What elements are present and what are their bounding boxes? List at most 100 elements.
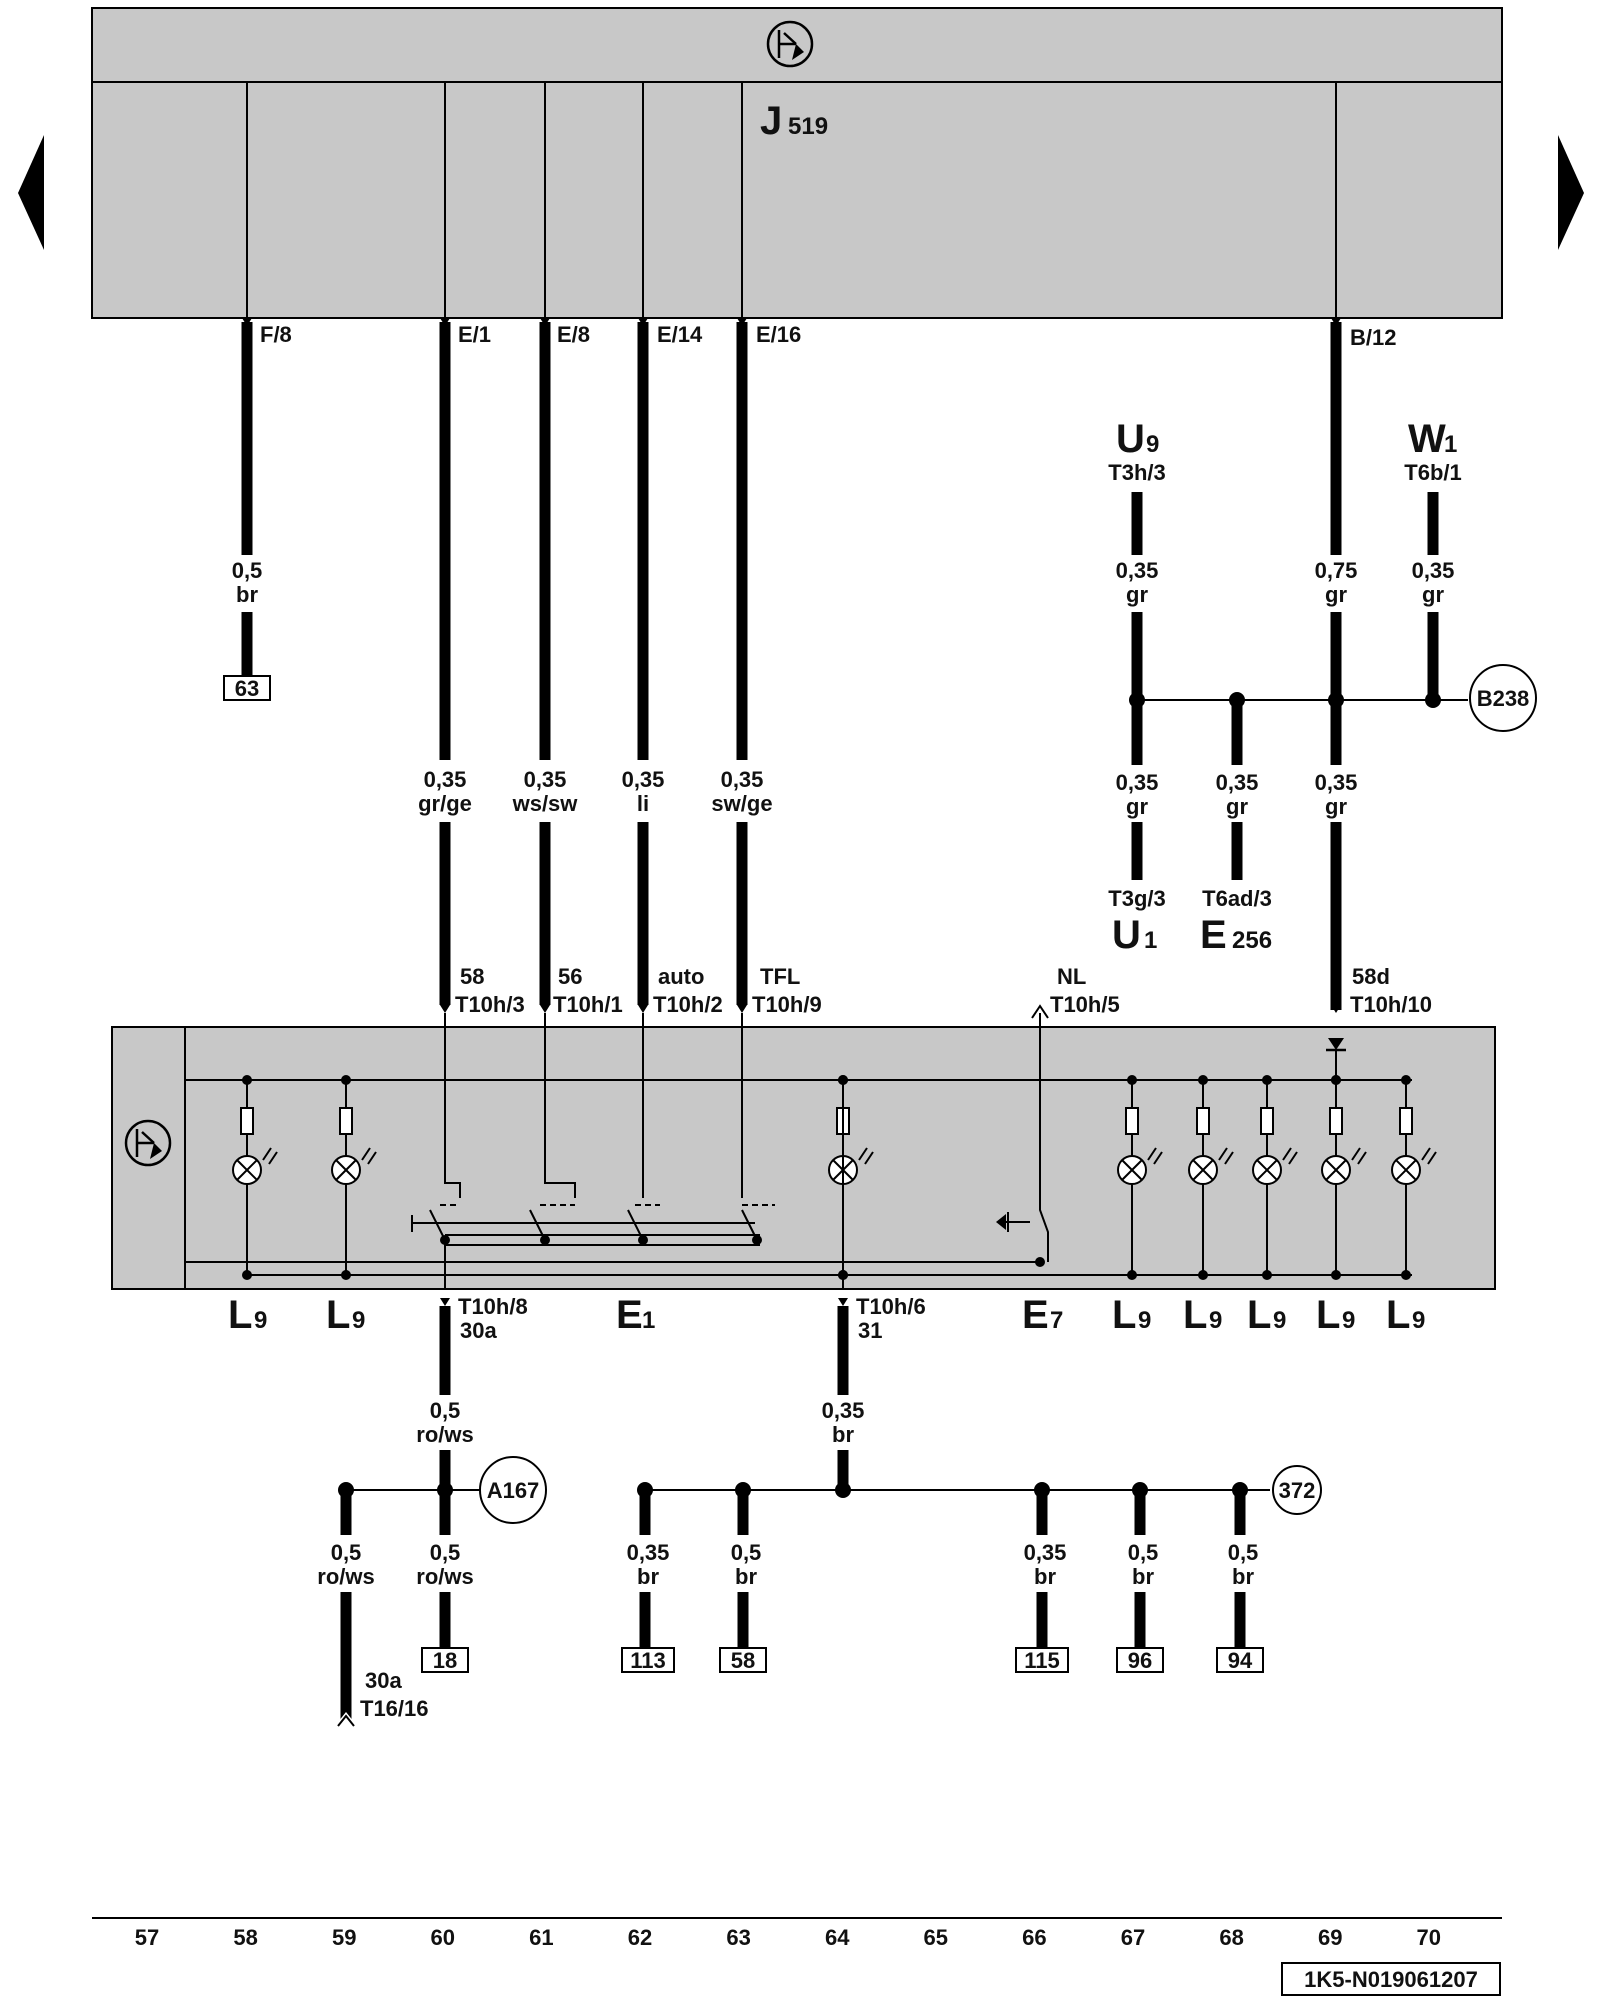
svg-text:B238: B238: [1477, 686, 1530, 711]
pin-b12: B/12: [1350, 325, 1396, 350]
component-u1-sub: 1: [1144, 927, 1157, 954]
wire-f8-color: br: [236, 582, 258, 607]
wire-e8-color: ws/sw: [512, 791, 579, 816]
wire-60b-gauge: 0,5: [430, 1540, 461, 1565]
term-tfl: TFL: [760, 964, 800, 989]
bulb-icon: [1391, 1075, 1437, 1280]
ground-symbol-icon: [124, 1119, 172, 1167]
connection-point-a167: A167: [479, 1456, 547, 1524]
wire-e1-color: gr/ge: [418, 791, 472, 816]
wire-b12-gauge: 0,75: [1315, 558, 1358, 583]
pin-t10h-1: T10h/1: [553, 992, 623, 1017]
wire-f8-gauge: 0,5: [232, 558, 263, 583]
wire-31-color: br: [832, 1422, 854, 1447]
wire-67-color: br: [1132, 1564, 1154, 1589]
pin-t10h-3: T10h/3: [455, 992, 525, 1017]
component-l9-sub: 9: [1412, 1307, 1425, 1334]
ref-63: 63: [235, 676, 259, 701]
wire-67-gauge: 0,5: [1128, 1540, 1159, 1565]
ref-115: 115: [1024, 1648, 1060, 1673]
scale-number: 59: [332, 1925, 356, 1950]
component-l9-letter: L: [228, 1293, 252, 1337]
wire-u9-gauge: 0,35: [1116, 558, 1159, 583]
pin-t10h-5: T10h/5: [1050, 992, 1120, 1017]
wire-u9-color: gr: [1126, 582, 1148, 607]
component-e7-letter: E: [1022, 1293, 1049, 1337]
component-l9-letter: L: [1316, 1293, 1340, 1337]
pin-t10h-8: T10h/8: [458, 1294, 528, 1319]
control-unit-label: J: [760, 99, 782, 143]
component-l9-sub: 9: [1342, 1307, 1355, 1334]
svg-text:372: 372: [1279, 1478, 1316, 1503]
component-e7-sub: 7: [1050, 1307, 1063, 1334]
pin-e1: E/1: [458, 322, 491, 347]
diode-icon: [1326, 1038, 1346, 1085]
wire-e14-color: li: [637, 791, 649, 816]
scale-number: 68: [1219, 1925, 1243, 1950]
component-u9-conn: T3h/3: [1108, 460, 1165, 485]
component-l9-letter: L: [326, 1293, 350, 1337]
component-w1-letter: W: [1408, 417, 1446, 461]
scale-number: 70: [1417, 1925, 1441, 1950]
wire-e256-color: gr: [1226, 794, 1248, 819]
component-l9-sub: 9: [254, 1307, 267, 1334]
component-e256-conn: T6ad/3: [1202, 886, 1272, 911]
wire-e8-gauge: 0,35: [524, 767, 567, 792]
term-31: 31: [858, 1318, 882, 1343]
document-id: 1K5-N019061207: [1304, 1967, 1478, 1992]
connection-point-b238: B238: [1469, 664, 1537, 732]
wire-63c-gauge: 0,5: [731, 1540, 762, 1565]
term-30a: 30a: [460, 1318, 497, 1343]
wire-u1-gauge: 0,35: [1116, 770, 1159, 795]
previous-page-arrow[interactable]: [18, 135, 44, 250]
wire-59-gauge: 0,5: [331, 1540, 362, 1565]
component-e256-letter: E: [1200, 913, 1227, 957]
wire-u1-color: gr: [1126, 794, 1148, 819]
component-u1-letter: U: [1112, 913, 1141, 957]
wire-b12-color: gr: [1325, 582, 1347, 607]
wire-w1-gauge: 0,35: [1412, 558, 1455, 583]
component-e1-letter: E: [616, 1293, 643, 1337]
pin-e14: E/14: [657, 322, 703, 347]
component-l9-letter: L: [1386, 1293, 1410, 1337]
pin-t10h-2: T10h/2: [653, 992, 723, 1017]
wire-e14-gauge: 0,35: [622, 767, 665, 792]
scale-number: 66: [1022, 1925, 1046, 1950]
control-unit-j519: J 519: [91, 7, 1503, 319]
component-u9-sub: 9: [1146, 431, 1159, 458]
component-w1-conn: T6b/1: [1404, 460, 1461, 485]
ground-point-372: 372: [1272, 1465, 1322, 1515]
scale-number: 65: [924, 1925, 948, 1950]
wire-31-gauge: 0,35: [822, 1398, 865, 1423]
pin-e16: E/16: [756, 322, 801, 347]
bulb-icon: [232, 1075, 278, 1280]
ground-symbol-icon: [766, 20, 814, 68]
svg-text:A167: A167: [487, 1478, 540, 1503]
scale-number: 62: [628, 1925, 652, 1950]
scale-number: 67: [1121, 1925, 1145, 1950]
wire-62b-gauge: 0,35: [627, 1540, 670, 1565]
wire-58d-gauge: 0,35: [1315, 770, 1358, 795]
wire-66-color: br: [1034, 1564, 1056, 1589]
wire-58d-color: gr: [1325, 794, 1347, 819]
wire-63c-color: br: [735, 1564, 757, 1589]
component-l9-sub: 9: [1138, 1307, 1151, 1334]
wire-68-gauge: 0,5: [1228, 1540, 1259, 1565]
bulb-icon: [1252, 1075, 1298, 1280]
wire-e256-gauge: 0,35: [1216, 770, 1259, 795]
scale-number: 69: [1318, 1925, 1342, 1950]
pin-t10h-10: T10h/10: [1350, 992, 1432, 1017]
control-unit-sub: 519: [788, 113, 828, 140]
component-e256-sub: 256: [1232, 927, 1272, 954]
wire-e16-color: sw/ge: [711, 791, 772, 816]
wire-30a-color: ro/ws: [416, 1422, 473, 1447]
component-l9-sub: 9: [1209, 1307, 1222, 1334]
wire-e1-gauge: 0,35: [424, 767, 467, 792]
wire-66-gauge: 0,35: [1024, 1540, 1067, 1565]
bulb-icon: [1117, 1075, 1163, 1280]
component-l9-letter: L: [1183, 1293, 1207, 1337]
next-page-arrow[interactable]: [1558, 135, 1584, 250]
wire-68-color: br: [1232, 1564, 1254, 1589]
